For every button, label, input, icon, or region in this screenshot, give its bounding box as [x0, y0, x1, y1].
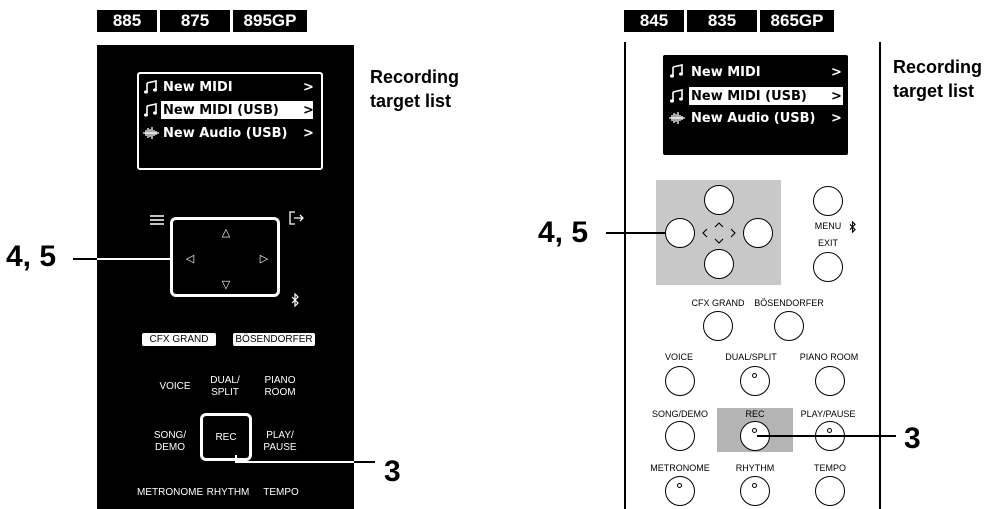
rec-button-highlight[interactable] [200, 413, 252, 461]
voice-label: VOICE [664, 352, 693, 362]
rec-step-label: 3 [384, 455, 401, 488]
dual-split-button[interactable] [740, 366, 770, 396]
nav-step-label: 4, 5 [538, 216, 589, 249]
lcd-row-arrow: > [303, 80, 314, 95]
model-tag-885: 885 [97, 10, 157, 32]
lcd-row-arrow: > [303, 126, 314, 141]
rec-button[interactable]: REC [215, 432, 237, 443]
waveform-icon [143, 127, 159, 139]
nav-up-button[interactable] [704, 185, 734, 215]
callout-title-line1: Recording [893, 57, 983, 77]
metronome-label: METRONOME [650, 463, 710, 473]
nav-left-button[interactable] [665, 218, 695, 248]
rec-button[interactable] [740, 421, 770, 451]
dual-split-label: DUAL/SPLIT [725, 352, 777, 362]
direction-chevrons-icon [702, 222, 736, 244]
lcd-row-new-midi-usb[interactable]: New MIDI (USB) [691, 89, 807, 104]
rhythm-label: RHYTHM [735, 463, 775, 473]
nav-pad-highlight[interactable] [170, 217, 280, 297]
nav-right-button[interactable] [743, 218, 773, 248]
voice-button[interactable] [665, 366, 695, 396]
lamp-icon [827, 428, 832, 433]
lcd-row-new-midi[interactable]: New MIDI [691, 65, 761, 80]
rec-leader-line-vertical [235, 455, 237, 463]
bluetooth-icon [290, 292, 300, 308]
song-demo-button[interactable]: SONG/ DEMO [153, 430, 187, 453]
nav-step-label: 4, 5 [6, 240, 57, 273]
right-arrow-icon[interactable]: ▷ [259, 253, 269, 265]
piano-room-label: PIANO ROOM [799, 352, 859, 362]
model-tag-875: 875 [160, 10, 230, 32]
lcd-row-arrow: > [831, 111, 842, 126]
tempo-button[interactable] [815, 476, 845, 506]
lcd-row-arrow: > [831, 65, 842, 80]
panel-edge-left [624, 42, 626, 509]
model-tag-865gp: 865GP [760, 10, 834, 32]
bluetooth-icon [848, 220, 857, 234]
cfx-grand-button[interactable]: CFX GRAND [142, 333, 216, 346]
exit-label: EXIT [817, 238, 838, 248]
model-tag-835: 835 [687, 10, 757, 32]
left-lcd-display: New MIDI > New MIDI (USB) > New Audio (U… [137, 72, 323, 170]
down-arrow-icon[interactable]: ▽ [221, 279, 231, 291]
lamp-icon [752, 483, 757, 488]
callout-title-line1: Recording [370, 67, 460, 87]
callout-title-line2: target list [370, 91, 452, 111]
nav-down-button[interactable] [704, 249, 734, 279]
callout-title-line2: target list [893, 81, 975, 101]
song-demo-label: SONG/DEMO [651, 409, 708, 419]
rhythm-button[interactable] [740, 476, 770, 506]
rec-step-label: 3 [904, 422, 921, 455]
cfx-grand-button[interactable] [703, 311, 733, 341]
panel-edge-right [879, 42, 881, 509]
music-note-icon [144, 103, 157, 117]
menu-label: MENU [814, 221, 842, 231]
music-note-icon [670, 64, 683, 78]
rec-label: REC [745, 409, 765, 419]
left-arrow-icon[interactable]: ◁ [185, 253, 195, 265]
song-demo-button[interactable] [665, 421, 695, 451]
exit-button[interactable] [813, 252, 843, 282]
lcd-selected-highlight [689, 87, 843, 105]
model-tag-895gp: 895GP [233, 10, 307, 32]
right-lcd-display: New MIDI > New MIDI (USB) > New Audio (U… [663, 55, 848, 155]
dual-split-button[interactable]: DUAL/ SPLIT [210, 375, 240, 398]
music-note-icon [670, 89, 683, 103]
up-arrow-icon[interactable]: △ [221, 227, 231, 239]
metronome-button[interactable] [665, 476, 695, 506]
lcd-row-arrow: > [831, 89, 842, 104]
lamp-icon [752, 428, 757, 433]
piano-room-button[interactable]: PIANO ROOM [264, 375, 296, 398]
lcd-row-new-audio-usb[interactable]: New Audio (USB) [163, 126, 288, 141]
lamp-icon [677, 483, 682, 488]
lcd-row-arrow: > [303, 103, 314, 118]
lcd-selected-highlight [161, 101, 313, 119]
piano-room-button[interactable] [815, 366, 845, 396]
bosendorfer-label: BÖSENDORFER [754, 298, 824, 308]
exit-icon[interactable] [289, 211, 305, 225]
model-tag-845: 845 [624, 10, 684, 32]
nav-leader-line [606, 232, 666, 234]
metronome-button[interactable]: METRONOME [137, 487, 204, 498]
rec-leader-line [757, 435, 896, 437]
voice-button[interactable]: VOICE [159, 381, 191, 392]
tempo-label: TEMPO [813, 463, 846, 473]
play-pause-label: PLAY/PAUSE [800, 409, 856, 419]
bosendorfer-button[interactable]: BÖSENDORFER [233, 333, 315, 346]
play-pause-button[interactable]: PLAY/ PAUSE [263, 430, 297, 453]
lcd-row-new-midi[interactable]: New MIDI [163, 80, 233, 95]
lcd-row-new-midi-usb[interactable]: New MIDI (USB) [163, 103, 279, 118]
menu-icon[interactable] [150, 213, 164, 225]
bosendorfer-button[interactable] [774, 311, 804, 341]
lamp-icon [752, 373, 757, 378]
waveform-icon [669, 112, 685, 124]
menu-button[interactable] [813, 186, 843, 216]
rec-leader-line-panel [235, 461, 354, 463]
music-note-icon [144, 80, 157, 94]
rhythm-button[interactable]: RHYTHM [206, 487, 250, 498]
cfx-grand-label: CFX GRAND [691, 298, 745, 308]
lcd-row-new-audio-usb[interactable]: New Audio (USB) [691, 111, 816, 126]
nav-leader-line-panel [97, 258, 170, 260]
tempo-button[interactable]: TEMPO [263, 487, 299, 498]
